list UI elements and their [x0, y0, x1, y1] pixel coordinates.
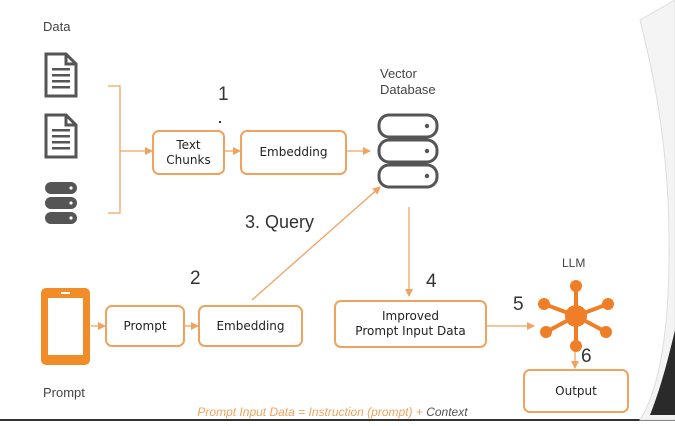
query-arrow: [251, 186, 381, 301]
step-6-label: 6: [581, 346, 592, 367]
step-3-query-label: 3. Query: [245, 212, 315, 232]
caption-main: Prompt Input Data = Instruction (prompt)…: [197, 405, 427, 419]
step-1-label: 1: [218, 84, 229, 105]
document-icon: [44, 52, 78, 98]
vector-database-icon: [377, 113, 439, 189]
formula-caption: Prompt Input Data = Instruction (prompt)…: [0, 405, 665, 419]
phone-screen: [48, 298, 83, 355]
data-bracket: [108, 85, 121, 214]
phone-icon: [41, 288, 90, 365]
corner-shadow: [650, 330, 675, 415]
text-chunks-line2: Chunks: [166, 152, 211, 167]
corner-decoration: [639, 0, 675, 421]
embedding-box-bottom: Embedding: [198, 305, 303, 347]
step-5-label: 5: [513, 294, 524, 315]
vector-db-line2: Database: [380, 82, 436, 97]
prompt-device-label: Prompt: [43, 385, 85, 400]
database-icon: [45, 182, 77, 224]
vector-db-line1: Vector: [380, 66, 417, 81]
step-1-dot: [219, 121, 221, 123]
text-chunks-line1: Text: [176, 137, 201, 152]
llm-label: LLM: [562, 256, 586, 270]
embedding-box-top: Embedding: [240, 130, 347, 175]
output-box: Output: [523, 369, 629, 413]
phone-speaker: [61, 292, 70, 294]
caption-context: Context: [426, 405, 468, 419]
improved-line2: Prompt Input Data: [355, 324, 466, 338]
document-icon: [44, 113, 78, 159]
prompt-box: Prompt: [105, 305, 185, 347]
improved-line1: Improved: [382, 309, 439, 323]
step-4-label: 4: [426, 271, 437, 292]
embedding-top-label: Embedding: [259, 145, 328, 159]
vector-database-label: Vector Database: [380, 66, 436, 98]
data-label: Data: [43, 19, 71, 34]
embedding-bottom-label: Embedding: [216, 318, 285, 333]
llm-network-icon: [538, 280, 614, 352]
prompt-box-label: Prompt: [123, 318, 167, 333]
step-2-label: 2: [190, 268, 201, 289]
output-box-label: Output: [555, 383, 597, 398]
text-chunks-box: Text Chunks: [152, 130, 225, 175]
improved-prompt-box: Improved Prompt Input Data: [334, 300, 487, 348]
